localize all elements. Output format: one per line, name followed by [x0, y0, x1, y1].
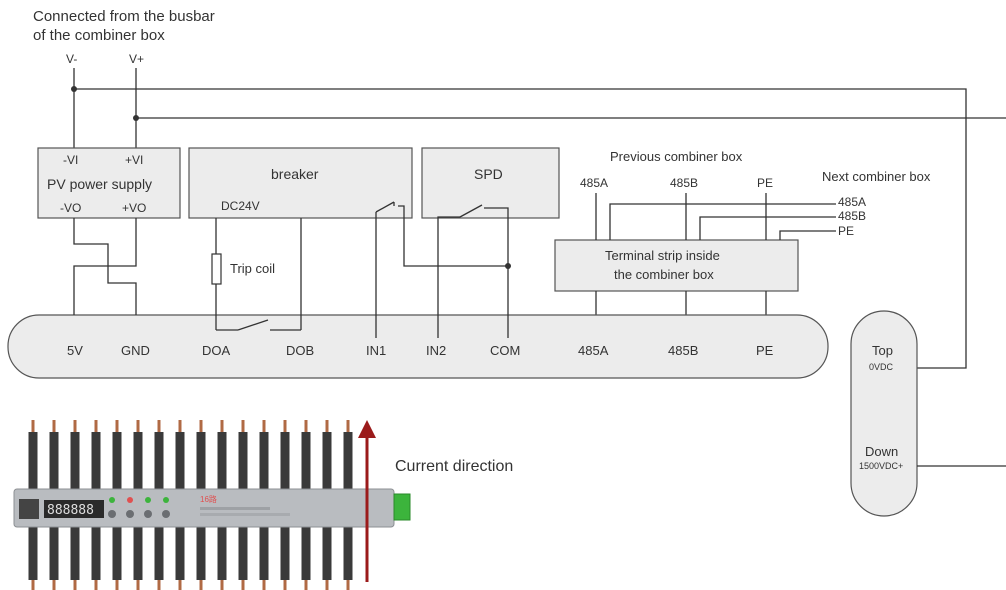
current-direction-arrow — [358, 420, 376, 582]
fuse-down-voltage: 1500VDC+ — [859, 461, 903, 471]
terminal-doa: DOA — [202, 343, 231, 358]
prev-485a: 485A — [580, 176, 608, 190]
previous-combiner-box: Previous combiner box — [610, 149, 743, 164]
device-display: 888888 — [47, 503, 94, 518]
terminal-dob: DOB — [286, 343, 314, 358]
device-led-buttons — [108, 497, 170, 518]
device-model-label: 16路 — [200, 494, 217, 504]
header-line-2: of the combiner box — [33, 27, 165, 44]
spd: SPD — [421, 147, 560, 219]
label-v-minus: V- — [66, 52, 77, 66]
pv-vi-plus: +VI — [125, 153, 143, 167]
prev-pe: PE — [757, 176, 773, 190]
fuse-top: Top — [872, 343, 893, 358]
terminal-5v: 5V — [67, 343, 83, 358]
terminal-line-1: Terminal strip inside — [605, 248, 720, 263]
fuse-top-voltage: 0VDC — [869, 362, 894, 372]
combiner-monitor-device: 888888 16路 — [13, 420, 411, 590]
next-485a: 485A — [838, 195, 866, 209]
spd-circuit — [437, 204, 511, 338]
terminal-in2: IN2 — [426, 343, 446, 358]
terminal-pe: PE — [756, 343, 774, 358]
prev-485b: 485B — [670, 176, 698, 190]
terminal-in1: IN1 — [366, 343, 386, 358]
pv-power-supply: -VI +VI PV power supply -VO +VO — [37, 147, 181, 219]
breaker-title: breaker — [271, 166, 319, 182]
device-terminal-bar: 5V GND DOA DOB IN1 IN2 COM 485A 485B PE — [7, 314, 829, 379]
next-pe: PE — [838, 224, 854, 238]
spd-title: SPD — [474, 166, 503, 182]
current-direction-label: Current direction — [395, 458, 513, 475]
fuse-down: Down — [865, 444, 898, 459]
busbar-wires — [71, 68, 1006, 369]
supply-output-wires — [73, 218, 137, 315]
next-combiner-box: Next combiner box — [822, 169, 931, 184]
comm-wires — [595, 193, 836, 315]
in1-circuit — [375, 201, 508, 338]
pv-vo-minus: -VO — [60, 201, 81, 215]
fuse-holder: Top 0VDC Down 1500VDC+ — [850, 310, 1006, 517]
terminal-485a: 485A — [578, 343, 609, 358]
terminal-strip: Terminal strip inside the combiner box — [554, 239, 799, 292]
pv-vi-minus: -VI — [63, 153, 78, 167]
label-v-plus: V+ — [129, 52, 144, 66]
header-line-1: Connected from the busbar — [33, 8, 215, 25]
trip-coil-label: Trip coil — [230, 261, 275, 276]
trip-coil-circuit: Trip coil — [211, 218, 302, 331]
next-485b: 485B — [838, 209, 866, 223]
cable-tips — [31, 420, 350, 590]
breaker: breaker DC24V — [188, 147, 413, 219]
terminal-line-2: the combiner box — [614, 267, 714, 282]
breaker-dc24v: DC24V — [221, 199, 260, 213]
pv-vo-plus: +VO — [122, 201, 146, 215]
device-display-panel — [44, 500, 104, 518]
terminal-gnd: GND — [121, 343, 150, 358]
device-green-connector — [393, 493, 411, 521]
trip-coil — [211, 253, 222, 285]
device-name-plate — [200, 507, 270, 510]
device-qr-code — [19, 499, 39, 519]
pv-title: PV power supply — [47, 176, 152, 192]
terminal-485b: 485B — [668, 343, 698, 358]
terminal-com: COM — [490, 343, 520, 358]
device-name-plate-2 — [200, 513, 290, 516]
